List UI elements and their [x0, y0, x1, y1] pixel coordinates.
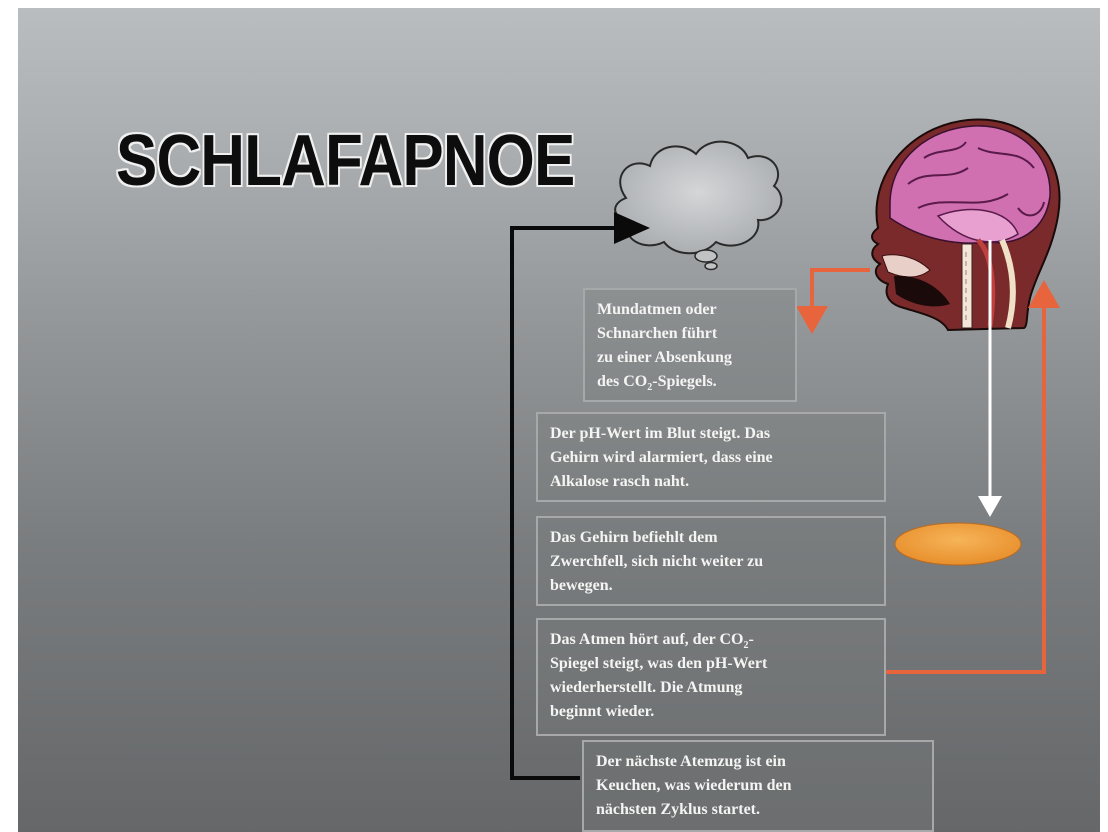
box-line: des CO2-Spiegels. — [597, 370, 783, 394]
text-part: - — [748, 631, 753, 648]
step-box-mouth-breathing: Mundatmen oder Schnarchen führt zu einer… — [583, 288, 797, 402]
head-anatomy-icon — [872, 119, 1060, 330]
text-part: -Spiegels. — [652, 373, 716, 390]
diaphragm-icon — [895, 523, 1021, 565]
box-line: Zwerchfell, sich nicht weiter zu — [550, 550, 872, 574]
box-line: Mundatmen oder — [597, 298, 783, 322]
text-part: des CO — [597, 373, 647, 390]
box-line: zu einer Absenkung — [597, 346, 783, 370]
box-line: Das Atmen hört auf, der CO2- — [550, 628, 872, 652]
box-line: Das Gehirn befiehlt dem — [550, 526, 872, 550]
box-line: Der nächste Atemzug ist ein — [596, 750, 920, 774]
box-line: Keuchen, was wiederum den — [596, 774, 920, 798]
box-line: Der pH-Wert im Blut steigt. Das — [550, 422, 872, 446]
slide: SCHLAFAPNOE — [18, 8, 1100, 832]
step-box-ph-rises: Der pH-Wert im Blut steigt. Das Gehirn w… — [536, 412, 886, 502]
cloud-icon — [615, 142, 781, 270]
box-line: nächsten Zyklus startet. — [596, 798, 920, 822]
step-box-next-breath: Der nächste Atemzug ist ein Keuchen, was… — [582, 740, 934, 832]
box-line: Gehirn wird alarmiert, dass eine — [550, 446, 872, 470]
step-box-brain-command: Das Gehirn befiehlt dem Zwerchfell, sich… — [536, 516, 886, 606]
step-box-breathing-stops: Das Atmen hört auf, der CO2- Spiegel ste… — [536, 618, 886, 736]
box-line: Schnarchen führt — [597, 322, 783, 346]
box-line: beginnt wieder. — [550, 700, 872, 724]
mouth-breathing-arrow — [812, 270, 870, 330]
box-line: bewegen. — [550, 574, 872, 598]
box-line: wiederherstellt. Die Atmung — [550, 676, 872, 700]
text-part: Das Atmen hört auf, der CO — [550, 631, 743, 648]
box-line: Spiegel steigt, was den pH-Wert — [550, 652, 872, 676]
co2-return-arrow — [884, 284, 1044, 672]
box-line: Alkalose rasch naht. — [550, 470, 872, 494]
